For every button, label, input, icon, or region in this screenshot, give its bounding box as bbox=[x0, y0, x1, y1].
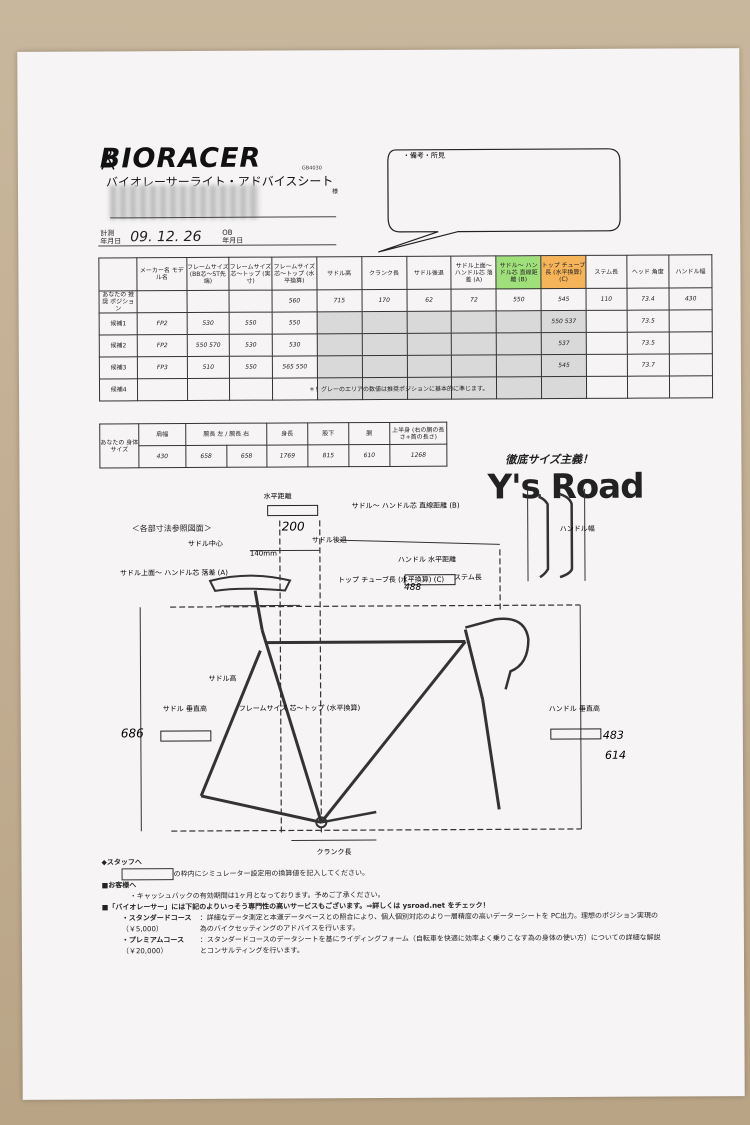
standard-price: （￥5,000） bbox=[121, 925, 163, 934]
handlebar-top-view bbox=[538, 494, 550, 579]
hw-686: 686 bbox=[121, 726, 144, 740]
footer: ◆スタッフへ の枠内にシミュレーター設定用の換算値を記入してください。 ■お客様… bbox=[101, 855, 662, 958]
handle-width-label: ハンドル幅 bbox=[560, 524, 595, 533]
staff-text: の枠内にシミュレーター設定用の換算値を記入してください。 bbox=[173, 869, 370, 879]
crank-arm bbox=[321, 810, 377, 824]
bicycle-rider-icon bbox=[101, 148, 115, 170]
top-tube-label: トップ チューブ長 (水平換算) (C) bbox=[338, 575, 444, 585]
saddle-level-line bbox=[170, 604, 581, 608]
stem-len-label: ステム長 bbox=[454, 573, 482, 581]
hw-200: 200 bbox=[282, 519, 305, 533]
handle-horiz-label: ハンドル 水平距離 bbox=[398, 555, 456, 564]
standard-text: ：詳細なデータ測定と本運データベースとの照合により、個人個別対応のより一層精度の… bbox=[199, 911, 659, 933]
premium-price: （￥20,000） bbox=[121, 947, 168, 956]
hw-614: 614 bbox=[605, 749, 626, 762]
bb-vertical-line bbox=[319, 520, 322, 836]
advice-sheet: BIORACER バイオレーサーライト・アドバイスシート GB4030 様 計測… bbox=[17, 48, 745, 1100]
bike-geometry-diagram: 水平距離 サドル中心 140mm サドル後退 サドル〜 ハンドル芯 直線距離 (… bbox=[120, 488, 626, 856]
bb-level-line bbox=[171, 828, 582, 832]
frame-size-label: フレームサイズ 芯〜トップ (水平換算) bbox=[239, 703, 361, 713]
head-tube bbox=[463, 629, 485, 700]
saddle-vert-dim bbox=[139, 607, 142, 832]
seat-tube bbox=[260, 630, 323, 823]
saddle-vertical-line bbox=[279, 520, 282, 836]
saddle-height-label: サドル高 bbox=[209, 674, 237, 683]
chain-stay bbox=[200, 794, 322, 824]
premium-text: ：スタンダードコースのデータシートを基にライディングフォーム（自転車を快適に効率… bbox=[199, 933, 661, 955]
horiz-dist-label: 水平距離 bbox=[264, 491, 292, 500]
saddle-setback-label: サドル後退 bbox=[312, 535, 347, 544]
remarks-bubble: ・備考・所見 bbox=[378, 148, 621, 253]
premium-course: ・プレミアムコース bbox=[121, 936, 185, 945]
down-tube bbox=[320, 640, 467, 824]
handle-vert-label: ハンドル 垂直高 bbox=[549, 704, 600, 713]
hw-483: 483 bbox=[603, 729, 624, 742]
standard-course: ・スタンダードコース bbox=[121, 913, 192, 923]
hw-488: 488 bbox=[404, 583, 422, 593]
mm140-label: 140mm bbox=[250, 550, 277, 558]
handle-vert-dim bbox=[579, 604, 582, 829]
crank-label: クランク長 bbox=[316, 848, 351, 856]
fork bbox=[481, 699, 501, 810]
saddle-vert-label: サドル 垂直高 bbox=[163, 704, 207, 713]
drop-a-label: サドル上面〜 ハンドル芯 落差 (A) bbox=[120, 568, 228, 578]
handlebar bbox=[464, 617, 530, 690]
top-tube bbox=[265, 640, 466, 645]
remarks-label: ・備考・所見 bbox=[403, 151, 445, 160]
seat-stay bbox=[199, 650, 262, 797]
saddle-handle-label: サドル〜 ハンドル芯 直線距離 (B) bbox=[352, 501, 460, 511]
saddle bbox=[208, 574, 292, 592]
reach-line bbox=[339, 539, 500, 545]
saddle-center-label: サドル中心 bbox=[188, 539, 223, 548]
sample-box bbox=[121, 868, 174, 881]
seat-post bbox=[253, 590, 264, 631]
